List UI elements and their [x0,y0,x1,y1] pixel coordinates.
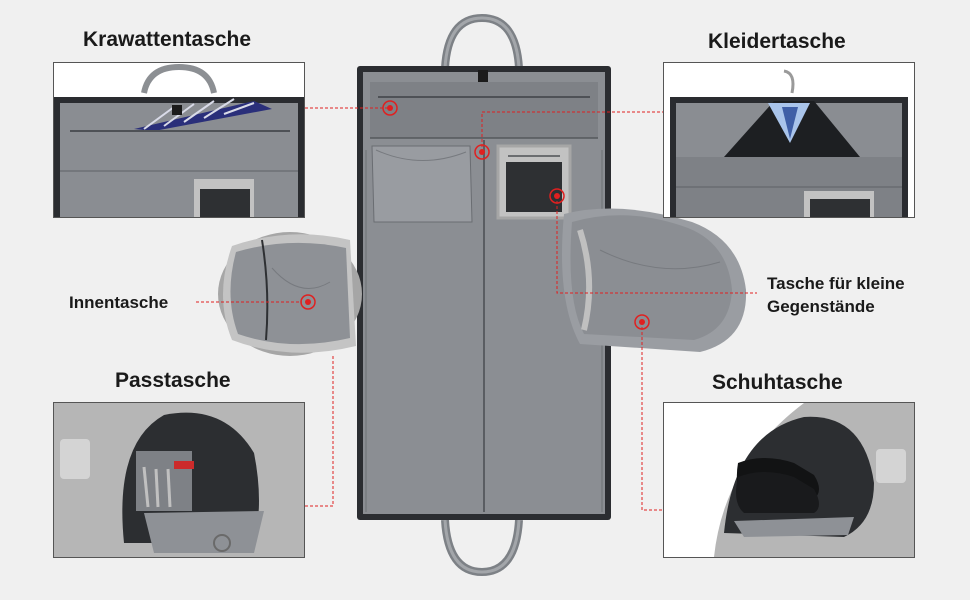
photo-garment-pocket [663,62,915,218]
marker-garment [474,144,490,160]
label-small-items-line1: Tasche für kleine [767,274,905,293]
leader-shoe [641,322,663,511]
label-passport-pocket: Passtasche [115,369,231,392]
markers [300,100,650,330]
photo-shoe-pocket [663,402,915,558]
right-flap-small-items [562,208,747,352]
top-handle [441,13,523,69]
marker-tie [382,100,398,116]
label-shoe-pocket: Schuhtasche [712,371,843,394]
leader-passport [305,356,334,507]
leader-small-items [556,196,757,294]
label-small-items-line2: Gegenstände [767,297,875,316]
label-garment-pocket: Kleidertasche [708,30,846,53]
bottom-handle [441,519,523,577]
left-flap-inner-pocket [218,232,362,356]
marker-inner [300,294,316,310]
marker-small-items [549,188,565,204]
top-zip-pocket [370,82,598,138]
label-inner-pocket: Innentasche [69,293,169,312]
photo-tie-pocket [53,62,305,218]
leader-garment [481,111,663,152]
marker-shoe [634,314,650,330]
label-tie-pocket: Krawattentasche [83,28,252,51]
left-open-pocket [371,145,473,223]
photo-passport-pocket [53,402,305,558]
leader-lines [196,107,757,511]
